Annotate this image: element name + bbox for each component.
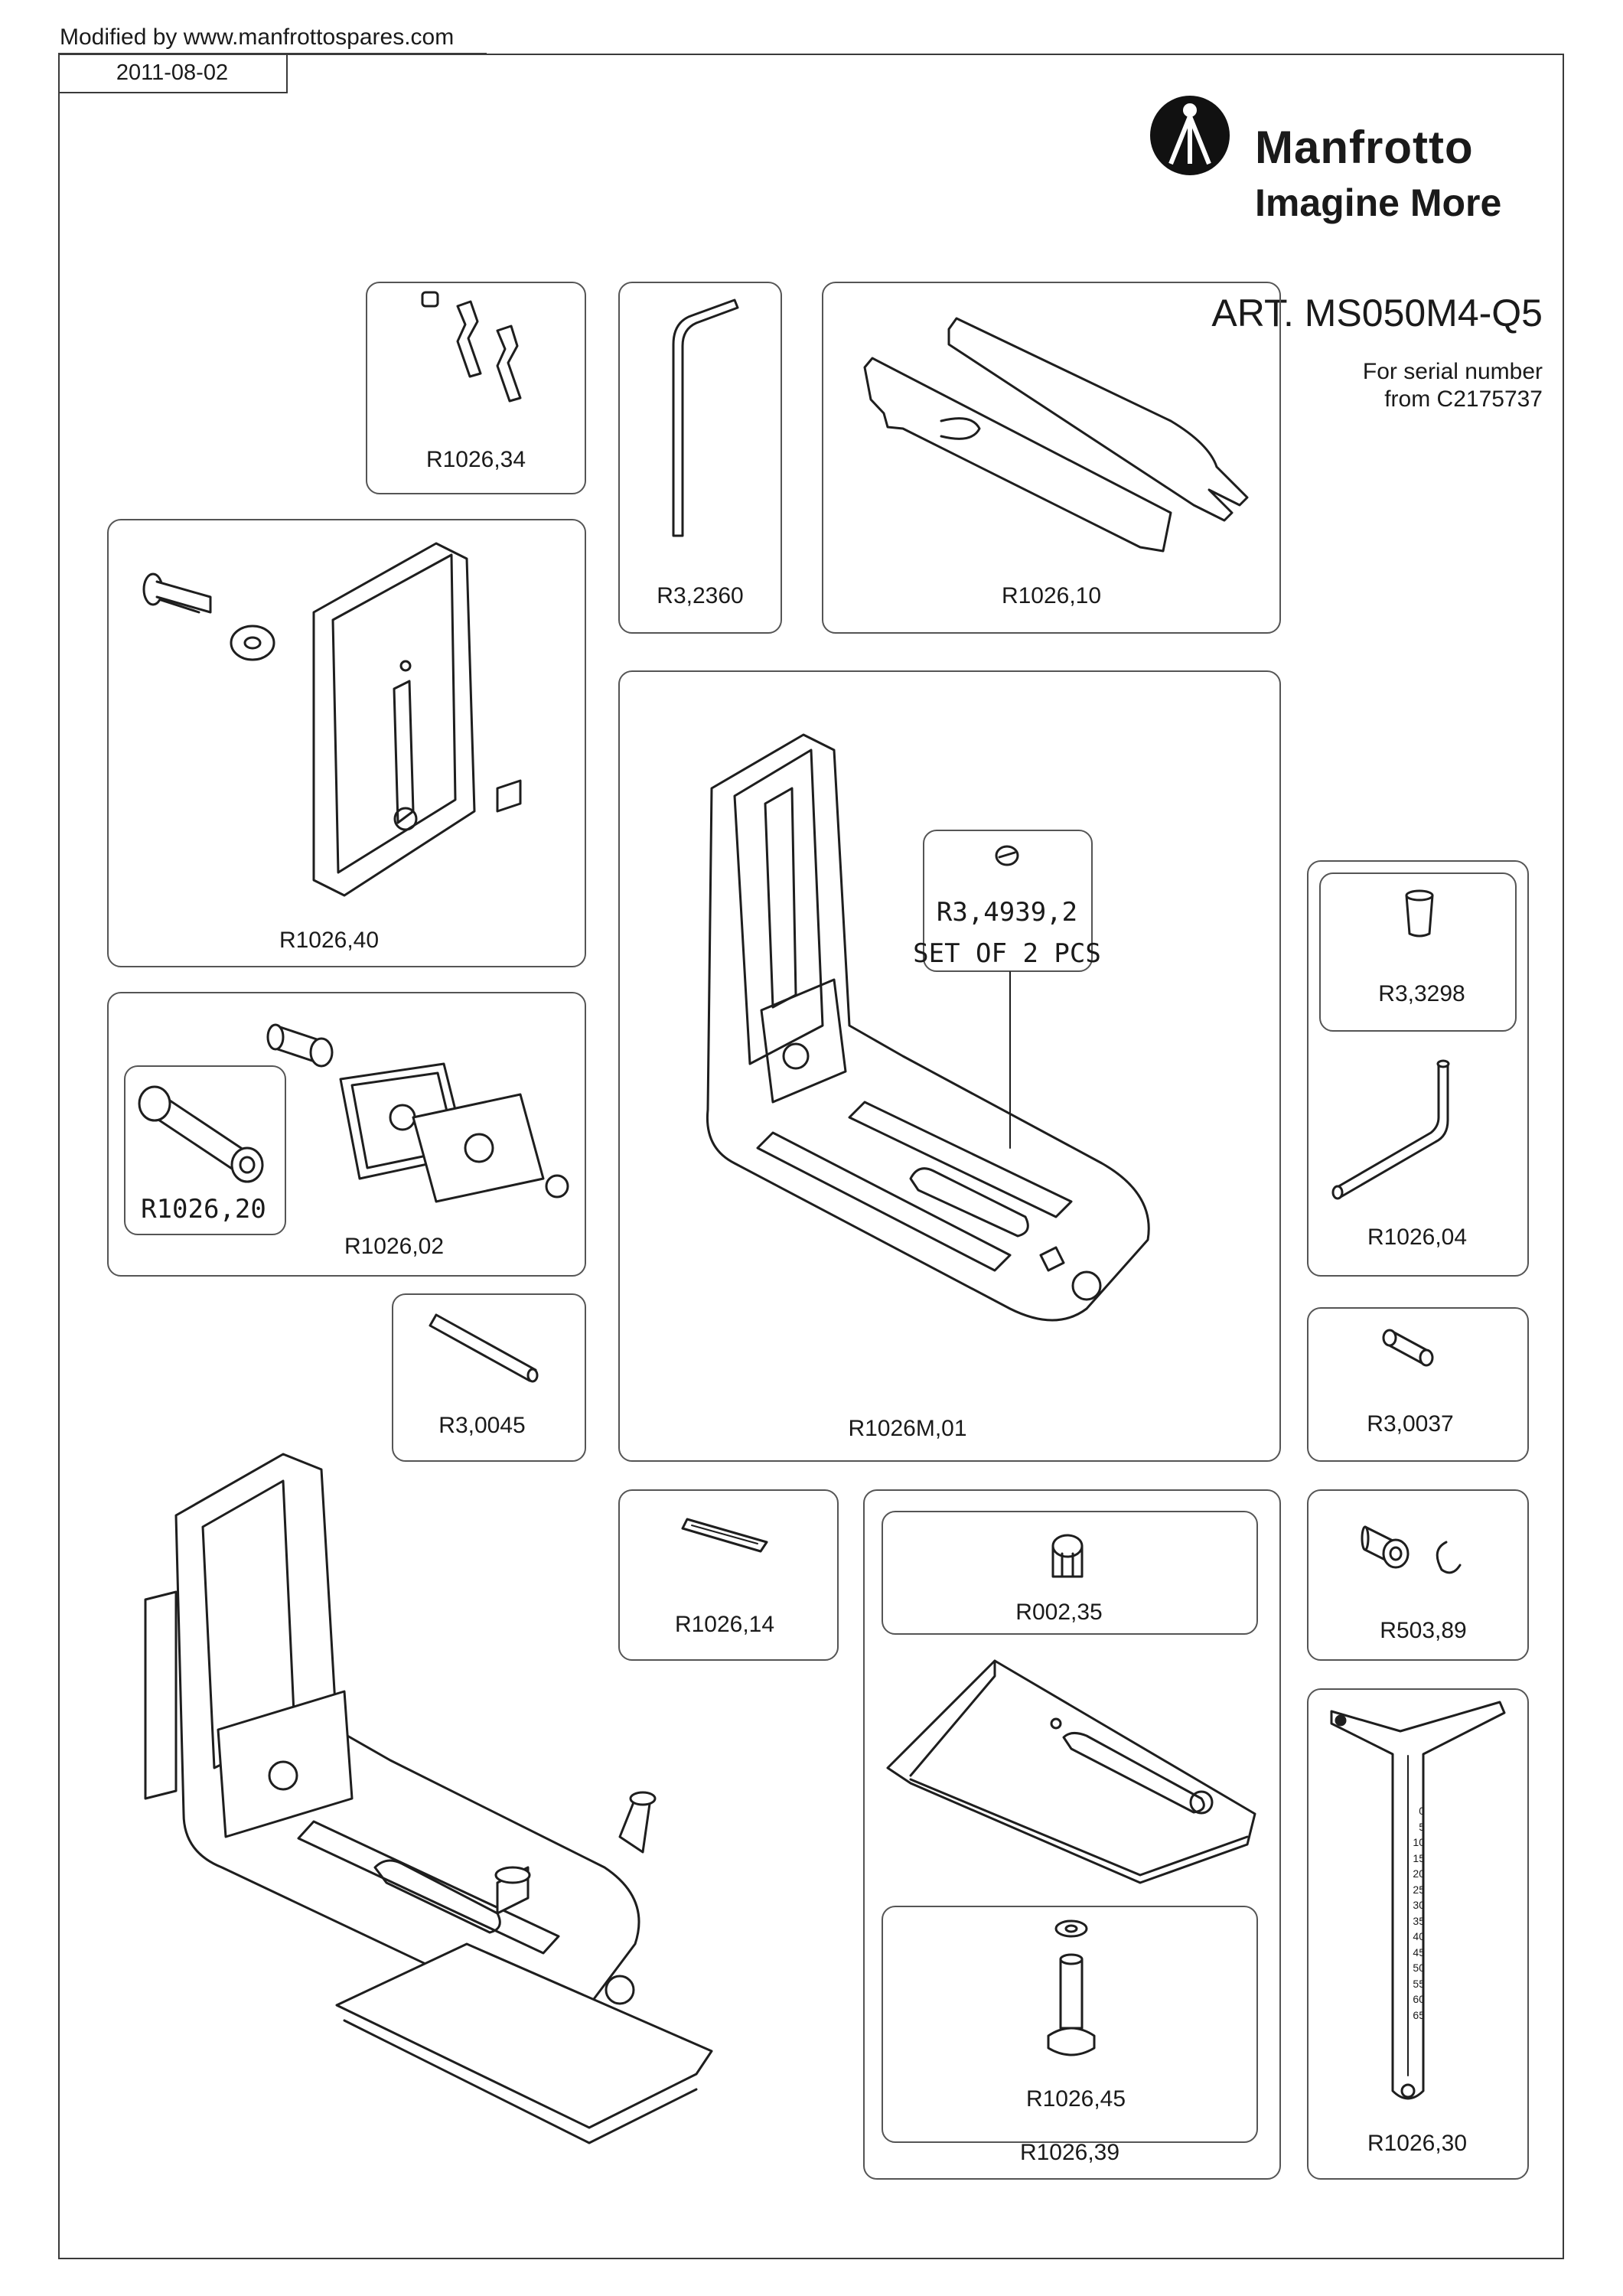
ruler-tick-55: 55 bbox=[1413, 1977, 1425, 1990]
part-label-r1026-04: R1026,04 bbox=[1367, 1225, 1468, 1250]
part-label-r503-89: R503,89 bbox=[1380, 1618, 1467, 1643]
spacer-drawing bbox=[1382, 1329, 1434, 1367]
serial-info: For serial number from C2175737 bbox=[1363, 358, 1543, 413]
ruler-tick-30: 30 bbox=[1413, 1899, 1425, 1911]
header-note: Modified by www.manfrottospares.com bbox=[60, 24, 455, 50]
nut-drawing bbox=[1051, 1534, 1084, 1578]
hex-key-drawing bbox=[672, 298, 739, 537]
ruler-tick-50: 50 bbox=[1413, 1962, 1425, 1974]
drawing-sheet-border bbox=[58, 54, 1564, 2259]
callout-r3-4939-2 bbox=[923, 830, 1093, 972]
quick-release-plate-drawing bbox=[142, 542, 522, 897]
panel-r1026-14 bbox=[618, 1489, 839, 1661]
part-label-r1026-34: R1026,34 bbox=[425, 447, 526, 472]
panel-r002-35 bbox=[882, 1511, 1258, 1635]
panel-r1026-10 bbox=[822, 282, 1281, 634]
panel-r3-3298-outer bbox=[1307, 860, 1529, 1277]
panel-r1026-39 bbox=[863, 1489, 1281, 2180]
callout-leader-line bbox=[1009, 971, 1011, 1149]
panel-r3-3298 bbox=[1319, 872, 1517, 1032]
ruler-tick-65: 65 bbox=[1413, 2008, 1425, 2021]
part-label-r1026-14: R1026,14 bbox=[674, 1612, 775, 1637]
ruler-tick-40: 40 bbox=[1413, 1930, 1425, 1942]
part-label-r1026-02: R1026,02 bbox=[344, 1234, 445, 1259]
shim-plates-drawing bbox=[863, 317, 1249, 553]
ruler-tick-20: 20 bbox=[1413, 1867, 1425, 1880]
ruler-tick-35: 35 bbox=[1413, 1914, 1425, 1927]
panel-r1026-34 bbox=[366, 282, 586, 494]
part-label-r1026-30: R1026,30 bbox=[1367, 2131, 1468, 2156]
lever-drawing bbox=[1331, 1059, 1450, 1200]
brand-name: Manfrotto bbox=[1255, 122, 1474, 173]
panel-r3-0045 bbox=[392, 1293, 586, 1462]
knob-cap-drawing bbox=[1405, 889, 1434, 938]
panel-r1026m-01 bbox=[618, 670, 1281, 1462]
panel-r1026-02 bbox=[107, 992, 586, 1277]
pin-drawing bbox=[429, 1313, 539, 1383]
panel-r1026-45 bbox=[882, 1906, 1258, 2143]
part-label-r1026-40: R1026,40 bbox=[279, 928, 380, 953]
panel-r1026-20 bbox=[124, 1065, 286, 1235]
ruler-tick-15: 15 bbox=[1413, 1851, 1425, 1864]
panel-r1026-40 bbox=[107, 519, 586, 967]
part-label-r1026-20: R1026,20 bbox=[141, 1194, 266, 1225]
part-label-r3-0037: R3,0037 bbox=[1367, 1411, 1454, 1437]
ruler-ticks: 0 5 10 15 20 25 30 35 40 45 50 55 60 65 bbox=[1394, 1803, 1425, 2023]
ruler-tick-0: 0 bbox=[1419, 1805, 1425, 1817]
part-note-set-of-2: SET OF 2 PCS bbox=[913, 938, 1101, 969]
part-label-r1026-45: R1026,45 bbox=[1025, 2086, 1126, 2112]
part-label-r002-35: R002,35 bbox=[1015, 1600, 1103, 1625]
serial-line-1: For serial number bbox=[1362, 359, 1543, 384]
part-label-r1026-10: R1026,10 bbox=[1001, 583, 1102, 608]
part-label-r3-2360: R3,2360 bbox=[657, 583, 744, 608]
panel-r503-89 bbox=[1307, 1489, 1529, 1661]
panel-r3-2360 bbox=[618, 282, 782, 634]
label-plate-drawing bbox=[681, 1518, 768, 1553]
ruler-tick-10: 10 bbox=[1413, 1836, 1425, 1848]
part-label-r3-4939-2: R3,4939,2 bbox=[936, 897, 1078, 928]
set-screw-icon bbox=[995, 845, 1019, 866]
l-bracket-drawing bbox=[706, 733, 1150, 1322]
pad-and-bushing-drawing bbox=[266, 1023, 569, 1203]
brand-tagline: Imagine More bbox=[1255, 181, 1502, 224]
part-label-r3-0045: R3,0045 bbox=[438, 1413, 526, 1438]
bushing-and-ring-drawing bbox=[1361, 1525, 1462, 1574]
part-label-r1026m-01: R1026M,01 bbox=[848, 1416, 967, 1441]
manfrotto-tripod-logo-icon bbox=[1150, 96, 1230, 175]
date-box: 2011-08-02 bbox=[58, 54, 288, 93]
retainer-clips-drawing bbox=[421, 291, 522, 403]
assembled-bracket-drawing bbox=[144, 1453, 713, 2144]
ruler-tick-5: 5 bbox=[1419, 1820, 1425, 1833]
ruler-tick-25: 25 bbox=[1413, 1883, 1425, 1896]
serial-line-2: from C2175737 bbox=[1384, 386, 1543, 412]
clamp-plate-drawing bbox=[886, 1659, 1256, 1884]
measuring-ruler-drawing bbox=[1330, 1701, 1506, 2100]
ruler-tick-45: 45 bbox=[1413, 1945, 1425, 1958]
part-label-r1026-39: R1026,39 bbox=[1019, 2140, 1120, 2165]
article-code: ART. MS050M4-Q5 bbox=[1211, 292, 1543, 334]
ruler-tick-60: 60 bbox=[1413, 1993, 1425, 2005]
spacer-cylinder-drawing bbox=[138, 1085, 264, 1183]
part-label-r3-3298: R3,3298 bbox=[1378, 981, 1465, 1006]
panel-r3-0037 bbox=[1307, 1307, 1529, 1462]
panel-r1026-30 bbox=[1307, 1688, 1529, 2180]
screw-and-washer-drawing bbox=[1047, 1919, 1096, 2056]
